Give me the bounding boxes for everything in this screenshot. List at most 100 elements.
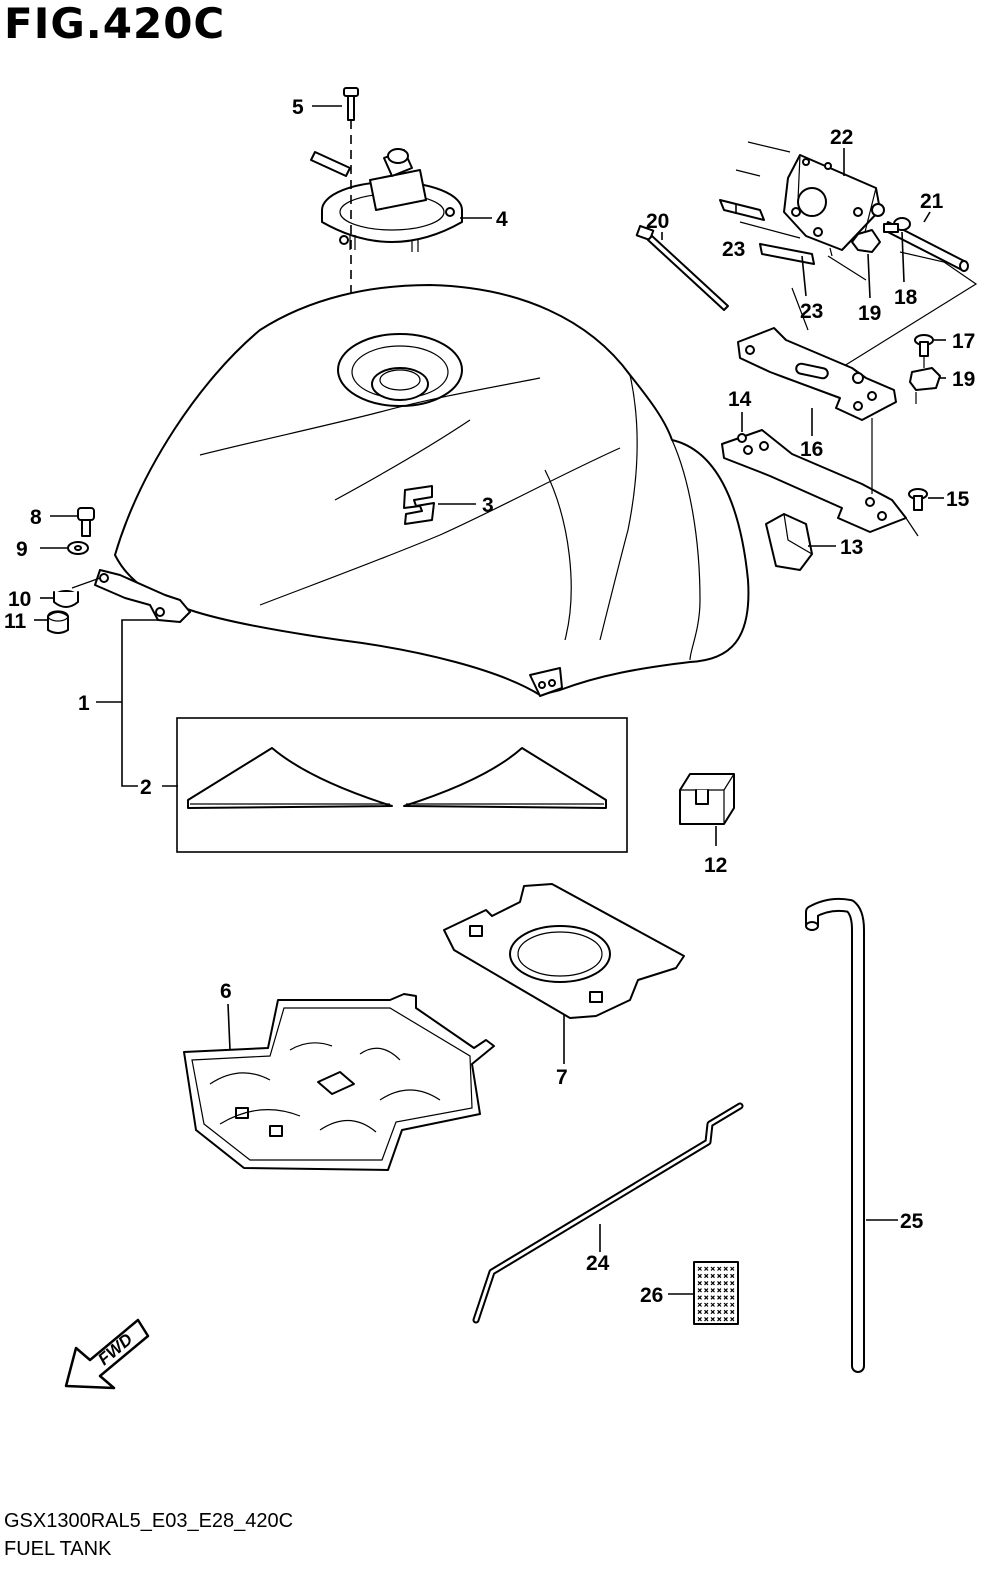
- callout-24: 24: [586, 1252, 610, 1275]
- callout-23-lower: 23: [800, 300, 823, 323]
- callout-labels: 5 4 3 22 21 20 23 23 19 18 17 19 14 16 1…: [4, 96, 975, 1307]
- label-sheet-cross-mark: [723, 1302, 728, 1307]
- label-sheet-cross-mark: [717, 1280, 722, 1286]
- callout-19-upper: 19: [858, 302, 881, 325]
- label-sheet-cross-mark: [710, 1273, 715, 1279]
- part-12-damper: [679, 773, 735, 825]
- part-6-under-pad: [183, 993, 495, 1171]
- callout-6: 6: [220, 980, 232, 1003]
- label-sheet-cross-mark: [723, 1273, 728, 1279]
- callout-21: 21: [920, 190, 944, 213]
- label-sheet-cross-mark: [704, 1273, 709, 1279]
- section-name: FUEL TANK: [4, 1538, 112, 1560]
- callout-5: 5: [292, 96, 304, 119]
- callout-1: 1: [78, 692, 90, 715]
- label-sheet-cross-mark: [710, 1280, 715, 1286]
- part-17-bolt: [914, 334, 934, 357]
- callout-2: 2: [140, 776, 152, 799]
- label-sheet-cross-mark: [697, 1273, 702, 1279]
- part-7-cap-plate: [443, 883, 685, 1019]
- label-sheet-cross-mark: [710, 1316, 715, 1322]
- callout-12: 12: [704, 854, 727, 877]
- label-sheet-cross-mark: [704, 1266, 709, 1271]
- figure-title: FIG.420C: [4, 0, 226, 48]
- part-23-plate-lower: [759, 243, 815, 265]
- callout-14: 14: [728, 388, 752, 411]
- label-sheet-cross-mark: [710, 1302, 715, 1307]
- callout-9: 9: [16, 538, 28, 561]
- label-sheet-cross-mark: [697, 1280, 702, 1286]
- label-sheet-cross-mark: [717, 1288, 722, 1293]
- label-sheet-cross-mark: [704, 1295, 709, 1300]
- label-sheet-cross-mark: [723, 1295, 728, 1300]
- callout-25: 25: [900, 1210, 924, 1233]
- label-sheet-cross-mark: [723, 1280, 728, 1286]
- callout-8: 8: [30, 506, 42, 529]
- part-24-rod: [472, 1102, 744, 1324]
- part-11-collar: [47, 610, 69, 634]
- part-16-upper-bracket: [737, 327, 897, 421]
- label-sheet-cross-mark: [717, 1295, 722, 1300]
- callout-23-upper: 23: [722, 238, 745, 261]
- part-18-bolt: [883, 217, 911, 233]
- part-2-side-pads: [176, 717, 628, 853]
- callout-15: 15: [946, 488, 970, 511]
- callout-18: 18: [894, 286, 918, 309]
- fwd-arrow-icon: FWD: [64, 1318, 150, 1390]
- label-sheet-cross-mark: [704, 1316, 709, 1322]
- part-25-hose: [805, 897, 865, 1373]
- label-sheet-cross-mark: [710, 1266, 715, 1271]
- label-sheet-cross-mark: [730, 1280, 735, 1286]
- callout-10: 10: [8, 588, 31, 611]
- label-sheet-cross-mark: [730, 1295, 735, 1300]
- part-20-long-bolt: [635, 224, 729, 311]
- label-sheet-cross-mark: [717, 1266, 722, 1271]
- label-sheet-cross-mark: [710, 1288, 715, 1293]
- part-19-nut-lower: [909, 367, 941, 391]
- label-sheet-cross-mark: [697, 1295, 702, 1300]
- callout-11: 11: [4, 610, 27, 633]
- label-sheet-cross-mark: [730, 1316, 735, 1322]
- part-23-plate-upper: [719, 199, 765, 221]
- label-sheet-cross-mark: [717, 1316, 722, 1322]
- label-sheet-cross-mark: [717, 1273, 722, 1279]
- label-sheet-cross-mark: [704, 1302, 709, 1307]
- label-sheet-cross-mark: [704, 1309, 709, 1315]
- label-sheet-cross-mark: [717, 1309, 722, 1315]
- label-sheet-cross-mark: [704, 1288, 709, 1293]
- label-sheet-cross-mark: [730, 1273, 735, 1279]
- callout-13: 13: [840, 536, 863, 559]
- part-19-nut-upper: [851, 229, 881, 253]
- part-8-bolt: [77, 507, 95, 537]
- label-sheet-cross-mark: [723, 1288, 728, 1293]
- part-1-fuel-tank: [94, 284, 750, 697]
- part-15-bolt: [908, 488, 928, 511]
- callout-3: 3: [482, 494, 494, 517]
- label-sheet-cross-mark: [730, 1288, 735, 1293]
- callout-26: 26: [640, 1284, 663, 1307]
- part-13-cushion: [765, 513, 813, 571]
- callout-4: 4: [496, 208, 508, 231]
- label-sheet-cross-mark: [730, 1302, 735, 1307]
- callout-22: 22: [830, 126, 853, 149]
- label-sheet-cross-mark: [704, 1280, 709, 1286]
- label-sheet-cross-mark: [723, 1316, 728, 1322]
- callout-20: 20: [646, 210, 669, 233]
- callout-7: 7: [556, 1066, 568, 1089]
- part-22-hinge-bracket: [783, 154, 885, 251]
- label-sheet-cross-mark: [697, 1302, 702, 1307]
- label-sheet-cross-mark: [723, 1266, 728, 1271]
- callout-16: 16: [800, 438, 823, 461]
- label-sheet-cross-mark: [710, 1309, 715, 1315]
- part-10-cushion: [53, 590, 79, 608]
- callout-19-lower: 19: [952, 368, 975, 391]
- part-14-lower-bracket: [721, 429, 907, 533]
- label-sheet-cross-mark: [730, 1309, 735, 1315]
- leader-lines: [34, 105, 946, 1295]
- label-sheet-cross-mark: [730, 1266, 735, 1271]
- callout-17: 17: [952, 330, 975, 353]
- label-sheet-cross-mark: [710, 1295, 715, 1300]
- label-sheet-cross-mark: [697, 1316, 702, 1322]
- part-5-bolt: [343, 87, 359, 121]
